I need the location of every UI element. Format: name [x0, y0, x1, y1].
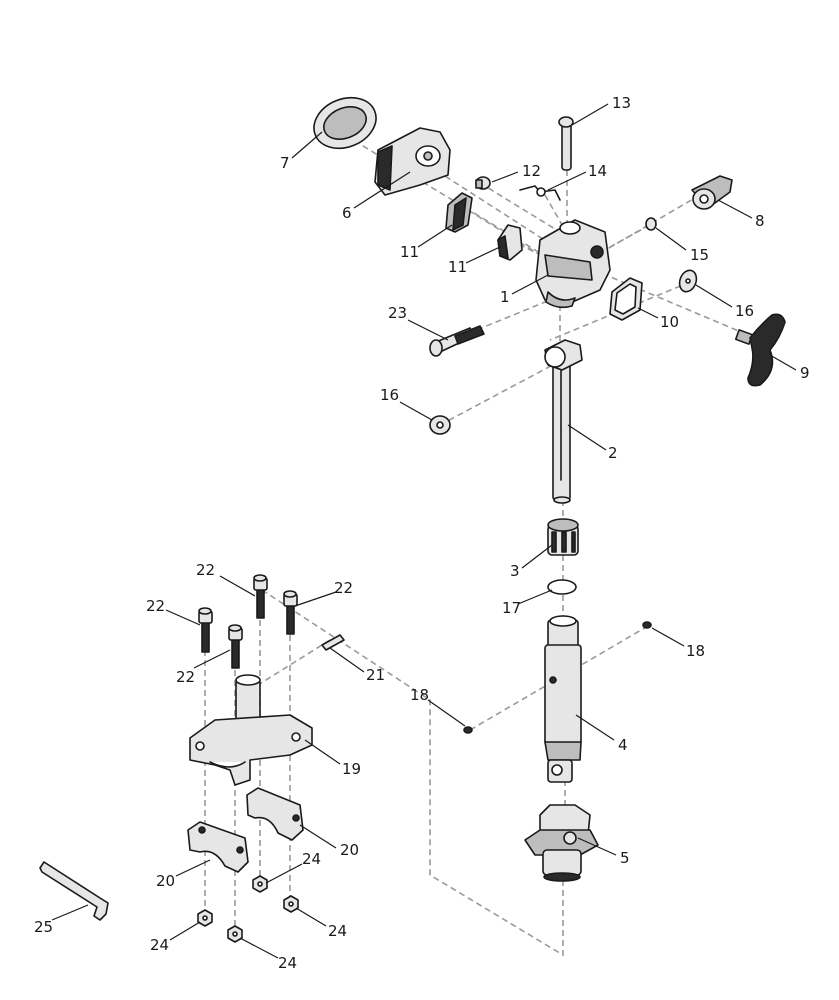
part-22-cap-screw-d: [283, 590, 298, 635]
callout-9: 9: [800, 364, 810, 382]
part-1-main-body: [535, 219, 611, 309]
leader-lines: [51, 103, 797, 959]
callout-24-bottom: 24: [278, 954, 297, 972]
part-16-washer-lower: [429, 415, 451, 435]
callout-17: 17: [502, 599, 521, 617]
callout-24-top: 24: [302, 850, 321, 868]
callout-20-right: 20: [340, 841, 359, 859]
part-15-washer: [645, 217, 657, 231]
part-8-knob: [691, 175, 733, 210]
callout-13: 13: [612, 94, 631, 112]
callout-numbers: 7 6 11 11 12 13 14 8 15 1 16 10 23 9 16 …: [34, 94, 810, 972]
callout-23: 23: [388, 304, 407, 322]
callout-8: 8: [755, 212, 765, 230]
part-4-lower-tube: [544, 615, 582, 783]
callout-24-left: 24: [150, 936, 169, 954]
part-19-bracket: [189, 674, 313, 786]
part-5-base-socket: [524, 804, 599, 882]
callout-4: 4: [618, 736, 628, 754]
callout-1: 1: [500, 288, 510, 306]
callout-19: 19: [342, 760, 361, 778]
callout-24-right: 24: [328, 922, 347, 940]
part-22-cap-screw-b: [228, 624, 243, 669]
part-10-rect-pad: [609, 277, 643, 321]
part-20-block-lower: [187, 821, 249, 873]
part-11-pad-b: [497, 224, 523, 261]
callout-22-left: 22: [146, 597, 165, 615]
callout-16-lower: 16: [380, 386, 399, 404]
callout-15: 15: [690, 246, 709, 264]
callout-25: 25: [34, 918, 53, 936]
callout-18-right: 18: [686, 642, 705, 660]
part-7-oval-pad: [313, 96, 377, 150]
callout-11-upper: 11: [400, 243, 419, 261]
part-24-nut-a: [252, 875, 268, 893]
part-11-pad-a: [445, 192, 473, 233]
callout-11-lower: 11: [448, 258, 467, 276]
callout-2: 2: [608, 444, 618, 462]
part-23-bolt: [429, 325, 485, 357]
part-22-cap-screw-c: [253, 574, 268, 619]
part-3-coupler: [547, 518, 579, 556]
part-21-dowel-pin: [321, 634, 345, 651]
callout-7: 7: [280, 154, 290, 172]
part-20-block-upper: [246, 787, 304, 841]
part-17-o-ring: [547, 579, 577, 595]
part-25-hex-key: [39, 861, 109, 921]
callout-10: 10: [660, 313, 679, 331]
part-12-screw: [475, 176, 491, 190]
callout-12: 12: [522, 162, 541, 180]
callout-14: 14: [588, 162, 607, 180]
part-24-nut-d: [227, 925, 243, 943]
part-6-clamp-jaw: [374, 127, 451, 196]
part-14-spring-clip: [519, 185, 561, 201]
callout-22-bottom: 22: [176, 668, 195, 686]
callout-16-upper: 16: [735, 302, 754, 320]
part-9-wing-knob: [734, 313, 786, 387]
part-18-set-screw-right: [642, 621, 652, 629]
part-18-set-screw-left: [463, 726, 473, 734]
callout-6: 6: [342, 204, 352, 222]
part-2-shaft: [544, 339, 583, 504]
part-24-nut-b: [283, 895, 299, 913]
part-22-cap-screw-a: [198, 607, 213, 653]
callout-21: 21: [366, 666, 385, 684]
callout-3: 3: [510, 562, 520, 580]
callout-22-right: 22: [334, 579, 353, 597]
part-24-nut-c: [197, 909, 213, 927]
callout-20-left: 20: [156, 872, 175, 890]
part-16-washer-upper: [678, 269, 698, 293]
callout-18-left: 18: [410, 686, 429, 704]
part-13-pin: [558, 116, 574, 171]
callout-22-top: 22: [196, 561, 215, 579]
callout-5: 5: [620, 849, 630, 867]
